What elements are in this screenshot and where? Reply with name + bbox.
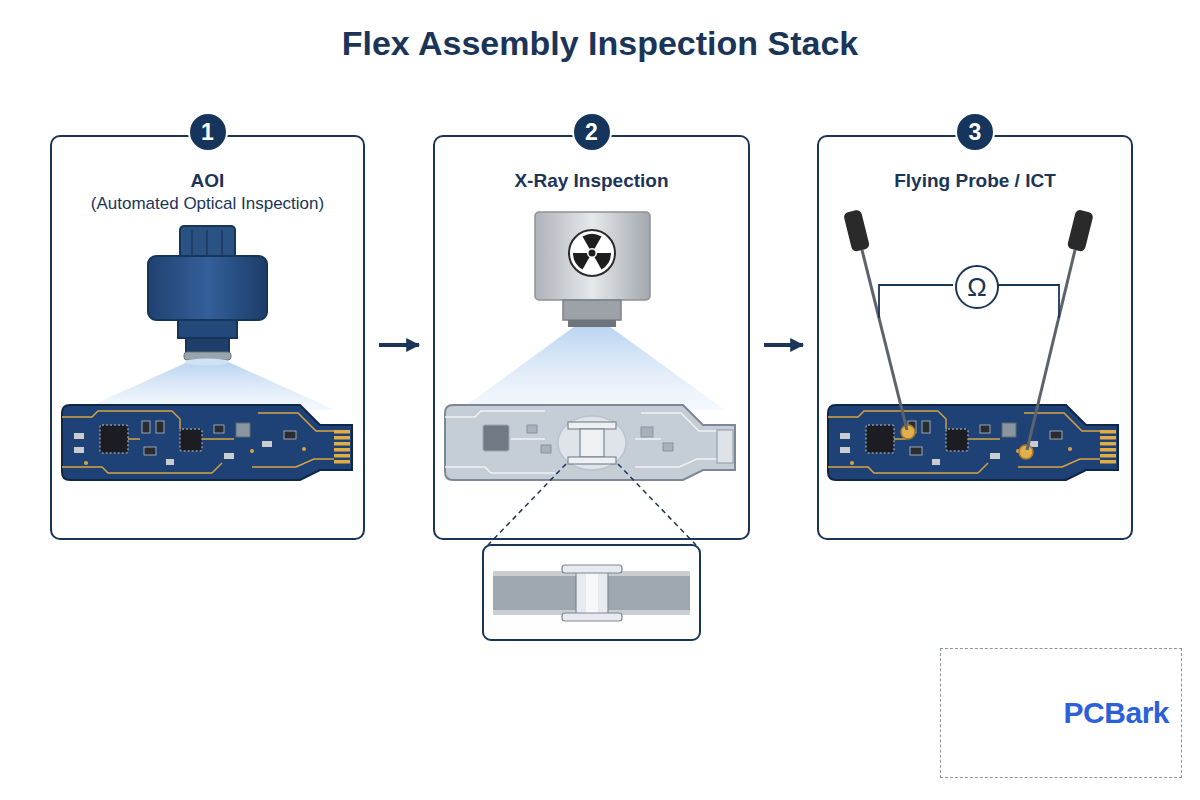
trace-shadow (445, 411, 717, 473)
step-number: 2 (572, 112, 612, 152)
via-barrel (576, 572, 608, 614)
radiation-symbol (583, 234, 602, 249)
camera-lens (178, 320, 237, 338)
node-text: 2 (585, 119, 598, 146)
brand-logo: PCBark (940, 648, 1182, 778)
probe-handle (1067, 209, 1094, 252)
test-pad (1019, 445, 1033, 459)
radiation-symbol (595, 253, 612, 269)
via-highlight (558, 416, 626, 470)
camera-ridge (192, 230, 222, 256)
probe-handle (843, 209, 870, 252)
smd-shadow (663, 443, 673, 451)
xray-board (445, 405, 735, 480)
connectors (379, 345, 803, 346)
probe-needle (1027, 250, 1075, 450)
radiation-symbol (569, 230, 615, 276)
node-text: 3 (969, 119, 982, 146)
radiation-symbol (573, 253, 590, 269)
ohmmeter-symbol: Ω (955, 265, 999, 309)
camera-cap (180, 226, 235, 258)
zoom-line (488, 464, 696, 545)
inspection-panel: X-Ray Inspection2 (433, 135, 750, 540)
probe (843, 209, 1094, 450)
lens-glow (185, 359, 229, 366)
via-hole (586, 572, 598, 614)
step-number: 3 (955, 112, 995, 152)
ic-shadow (483, 425, 509, 451)
connector-finger (717, 430, 733, 463)
via-barrel (568, 457, 616, 464)
probe-needle (862, 250, 907, 430)
node-text: Ω (967, 274, 986, 300)
inspection-panel: Flying Probe / ICT3Ω (817, 135, 1133, 540)
aoi-camera (82, 226, 335, 410)
flex-board (828, 405, 1118, 480)
via-barrel (568, 422, 616, 429)
flex-board (62, 405, 352, 480)
smd-shadow (541, 445, 551, 453)
via-pad (562, 565, 622, 573)
light-cone (82, 360, 335, 410)
diagram-title: Flex Assembly Inspection Stack (342, 24, 859, 62)
node-text: 1 (201, 119, 214, 146)
inset-frame (483, 545, 700, 640)
xray-beam (460, 326, 725, 410)
node-text: AOI (191, 169, 225, 193)
flow-arrow (764, 343, 803, 347)
board-outline (445, 405, 735, 480)
via-glow (558, 416, 626, 470)
inspection-panel: AOI(Automated Optical Inspection)1 (50, 135, 365, 540)
smd-shadow (527, 425, 537, 433)
test-pad (901, 425, 915, 439)
step-number: 1 (188, 112, 228, 152)
node-text: (Automated Optical Inspection) (91, 193, 324, 215)
camera-lens (186, 338, 229, 352)
via-barrel (580, 429, 604, 457)
source-housing (535, 212, 650, 300)
source-ring (568, 320, 616, 327)
node-text: Flying Probe / ICT (894, 169, 1056, 193)
flow-arrow (379, 343, 419, 347)
title-bar: Flex Assembly Inspection Stack (0, 24, 1200, 63)
cross-section-inset (483, 545, 700, 640)
node-text: PCBark (1064, 696, 1169, 730)
node-text: X-Ray Inspection (514, 169, 668, 193)
via-pad (562, 613, 622, 621)
xray-source (460, 212, 725, 410)
source-neck (563, 300, 621, 320)
radiation-symbol (589, 250, 596, 257)
camera-body (148, 256, 267, 320)
smd-shadow (641, 427, 653, 437)
